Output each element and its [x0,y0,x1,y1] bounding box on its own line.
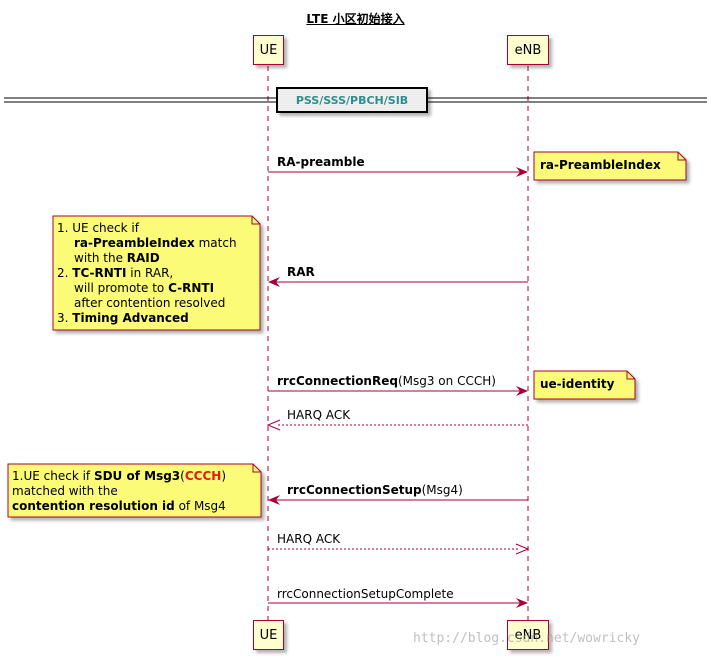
message-rrc-connection-setup: rrcConnectionSetup(Msg4) [287,483,463,497]
note-box-rar-check [52,215,261,331]
message-ra-preamble-label: RA-preamble [277,155,365,169]
arrow-rrc-connection-setup-complete [268,598,528,608]
arrow-harq-ack-2 [268,543,530,555]
note-msg4-line-1: 1.UE check if SDU of Msg3(CCCH) [12,469,226,484]
note-rar-line-5: will promote to C-RNTI [57,281,237,296]
note-rar-line-4-bold: TC-RNTI [72,266,127,280]
message-harq-ack-1: HARQ ACK [287,408,350,422]
note-ue-identity: ue-identity [540,377,615,391]
note-msg4-line-1-highlight: CCCH [184,469,222,483]
divider-label: PSS/SSS/PBCH/SIB [276,87,428,113]
message-harq-ack-2: HARQ ACK [277,532,340,546]
note-rar-line-1: 1. UE check if [57,221,139,235]
participant-ue-top: UE [253,35,284,65]
message-rrc-connection-setup-args: (Msg4) [421,483,463,497]
note-msg4-line-1-bold: SDU of Msg3 [93,469,181,483]
message-harq-ack-2-label: HARQ ACK [277,532,341,546]
arrow-rrc-connection-setup [268,495,528,505]
note-rar-line-2-bold: ra-PreambleIndex [74,236,195,250]
note-msg4-line-3-rest: of Msg4 [174,499,226,513]
note-box-msg4-check [7,463,262,518]
arrow-rar [268,277,528,287]
note-rar-line-7-bold: Timing Advanced [72,311,189,325]
message-rar-label: RAR [287,265,315,279]
arrow-rrc-connection-req [268,386,528,396]
note-rar-line-2-rest: match [194,236,237,250]
message-rrc-connection-req-name: rrcConnectionReq [277,374,398,388]
note-rar-check: 1. UE check if ra-PreambleIndex match wi… [57,221,237,326]
arrow-harq-ack-1 [266,419,528,431]
note-rar-line-4-lead: 2. [57,266,73,280]
note-msg4-line-3: contention resolution id of Msg4 [12,499,226,514]
message-rrc-connection-req-args: (Msg3 on CCCH) [397,374,496,388]
note-msg4-line-1-close: ) [221,469,226,483]
participant-enb-bottom: eNB [507,620,549,650]
message-rar: RAR [287,265,315,279]
participant-enb-top: eNB [507,35,549,65]
note-box-preamble-index [533,151,687,181]
message-rrc-connection-setup-complete-label: rrcConnectionSetupComplete [277,587,454,601]
note-msg4-line-2: matched with the [12,484,118,498]
note-rar-line-2: ra-PreambleIndex match [57,236,237,251]
note-rar-line-7: 3. Timing Advanced [57,311,237,326]
note-rar-line-3-lead: with the [74,251,127,265]
note-rar-line-6: after contention resolved [74,296,226,310]
message-rrc-connection-req: rrcConnectionReq(Msg3 on CCCH) [277,374,496,388]
note-msg4-line-1-lead: 1.UE check if [12,469,94,483]
arrow-ra-preamble [268,167,528,177]
diagram-title: LTE 小区初始接入 [306,12,405,26]
note-msg4-line-1-open: ( [180,469,185,483]
note-rar-line-4-rest: in RAR, [126,266,174,280]
watermark: http://blog.csdn.net/wowricky [413,631,640,646]
note-rar-line-5-bold: C-RNTI [168,281,215,295]
message-harq-ack-1-label: HARQ ACK [287,408,351,422]
message-ra-preamble: RA-preamble [277,155,365,169]
participant-ue-bottom: UE [253,620,284,650]
note-msg4-check: 1.UE check if SDU of Msg3(CCCH) matched … [12,469,226,514]
note-rar-line-3: with the RAID [57,251,237,266]
note-preamble-index: ra-PreambleIndex [540,158,661,172]
message-rrc-connection-setup-complete: rrcConnectionSetupComplete [277,587,454,601]
note-rar-line-3-bold: RAID [126,251,160,265]
note-msg4-line-3-bold: contention resolution id [12,499,175,513]
message-rrc-connection-setup-name: rrcConnectionSetup [287,483,422,497]
note-box-ue-identity [533,370,636,400]
note-rar-line-7-lead: 3. [57,311,73,325]
note-rar-line-4: 2. TC-RNTI in RAR, [57,266,237,281]
note-rar-line-5-lead: will promote to [74,281,169,295]
